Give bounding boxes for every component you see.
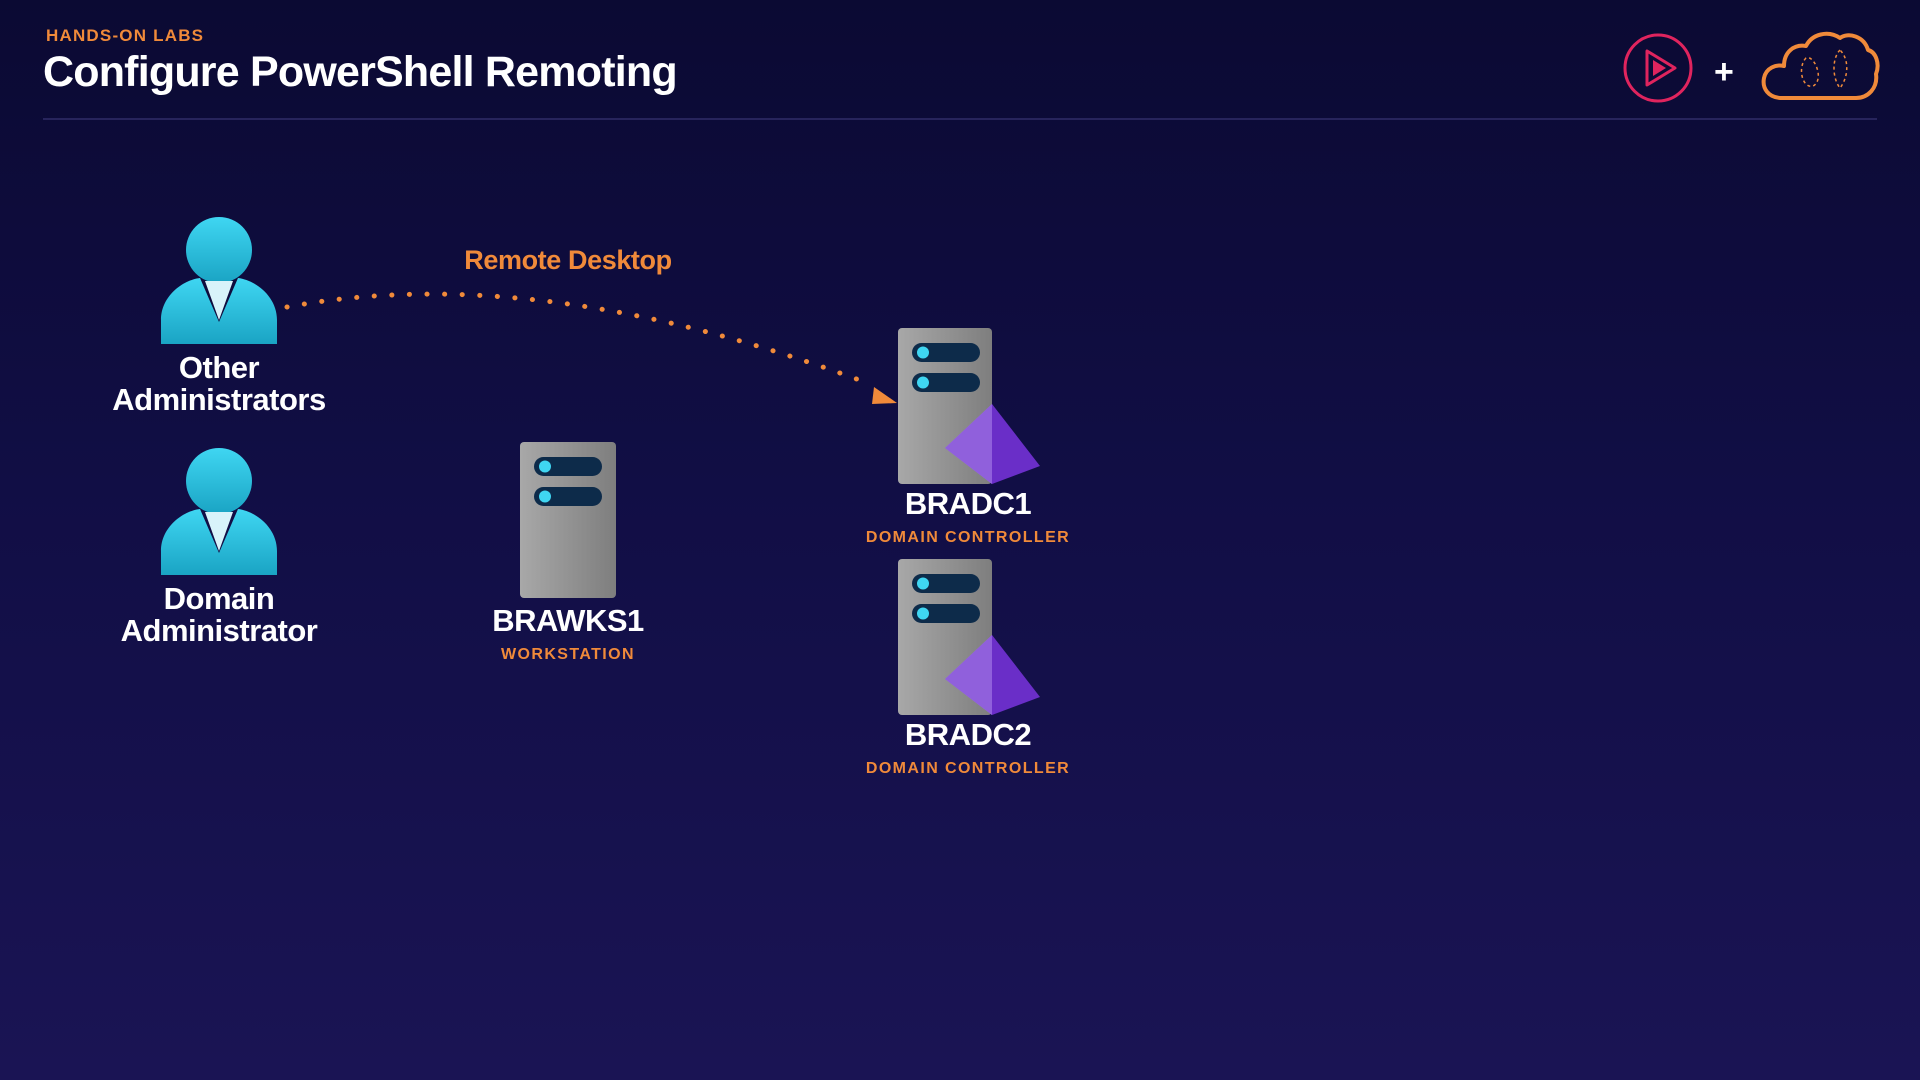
other-administrators-line1: Other	[178, 350, 260, 385]
header-divider	[43, 118, 1877, 120]
arrow-head-icon	[872, 387, 897, 404]
brawks1-role: WORKSTATION	[501, 646, 635, 663]
connection-label: Remote Desktop	[464, 245, 672, 275]
server-icon	[520, 442, 616, 598]
eyebrow-label: HANDS-ON LABS	[46, 26, 205, 45]
domain-administrator-line2: Administrator	[120, 613, 318, 648]
user-icon	[161, 448, 277, 575]
bradc2-role: DOMAIN CONTROLLER	[865, 760, 1071, 777]
remote-desktop-connection	[284, 291, 897, 404]
server-domain-icon	[898, 328, 1040, 484]
user-icon	[161, 217, 277, 344]
play-icon	[1622, 32, 1694, 109]
server-domain-icon	[898, 559, 1040, 715]
brawks1-name: BRAWKS1	[492, 603, 644, 638]
slide-header: HANDS-ON LABS Configure PowerShell Remot…	[43, 26, 1877, 120]
bradc1-name: BRADC1	[904, 486, 1032, 521]
page-title: Configure PowerShell Remoting	[43, 48, 678, 96]
other-administrators-line2: Administrators	[112, 382, 326, 417]
domain-administrator-line1: Domain	[163, 581, 275, 616]
cloud-icon	[1760, 28, 1880, 109]
other-administrators-label: Other Administrators	[89, 352, 349, 416]
bradc1-role: DOMAIN CONTROLLER	[865, 529, 1071, 546]
bradc2-name: BRADC2	[904, 717, 1032, 752]
domain-administrator-label: Domain Administrator	[89, 583, 349, 647]
logo-plus-sign: +	[1714, 53, 1734, 91]
